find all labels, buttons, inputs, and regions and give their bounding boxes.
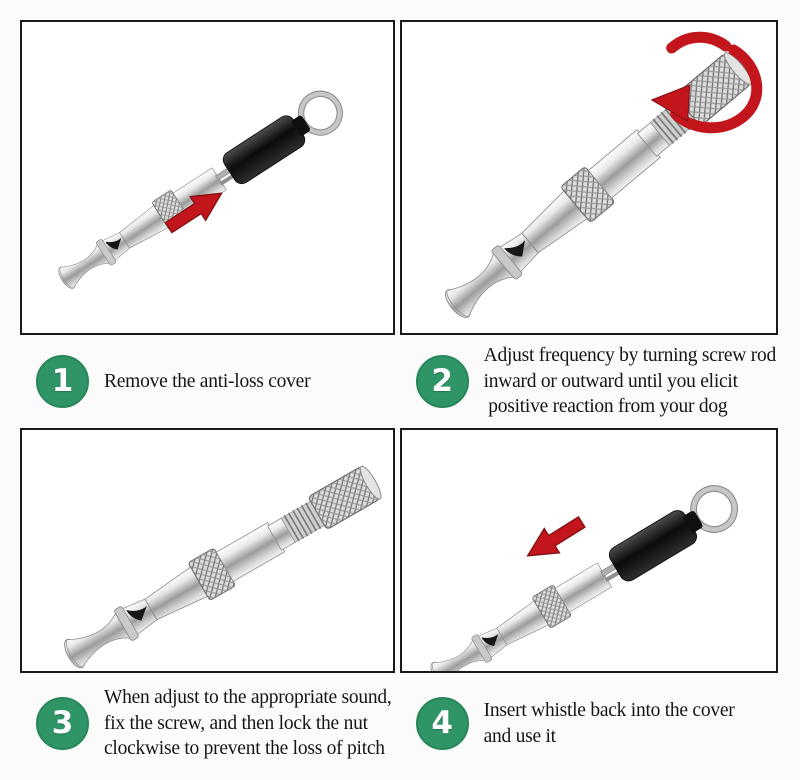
- whistle-locked-illustration: [22, 430, 393, 671]
- whistle-covered-icon: [50, 83, 350, 299]
- step-3-number-badge: 3: [36, 697, 89, 750]
- whistle-with-cover-illustration: [22, 22, 393, 333]
- step-2-number-badge: 2: [415, 355, 469, 408]
- step-2-panel: [399, 20, 778, 335]
- step-2-caption: 2 Adjust frequency by turning screw rod …: [400, 335, 778, 428]
- whistle-bare-icon: [58, 461, 386, 671]
- step-4-panel: [399, 428, 778, 673]
- step-3-text: When adjust to the appropriate sound, fi…: [104, 687, 392, 760]
- step-4-caption: 4 Insert whistle back into the cover and…: [400, 673, 778, 774]
- step-1-text: Remove the anti-loss cover: [104, 370, 311, 392]
- step-2-text: Adjust frequency by turning screw rod in…: [483, 345, 777, 418]
- step-3-caption: 3 When adjust to the appropriate sound, …: [20, 673, 395, 774]
- rotation-arrow-icon: [650, 31, 762, 134]
- whistle-adjust-illustration: [402, 31, 762, 333]
- whistle-bare-icon: [437, 47, 757, 326]
- step-3-panel: [20, 428, 395, 673]
- step-1-number-badge: 1: [36, 355, 89, 408]
- push-direction-arrow-icon: [518, 509, 590, 569]
- whistle-covered-icon: [422, 477, 746, 671]
- step-1-caption: 1 Remove the anti-loss cover: [20, 335, 395, 428]
- step-4-number-badge: 4: [415, 697, 469, 750]
- step-4-text: Insert whistle back into the cover and u…: [483, 700, 735, 747]
- whistle-reinsert-illustration: [402, 430, 776, 671]
- step-1-panel: [20, 20, 395, 335]
